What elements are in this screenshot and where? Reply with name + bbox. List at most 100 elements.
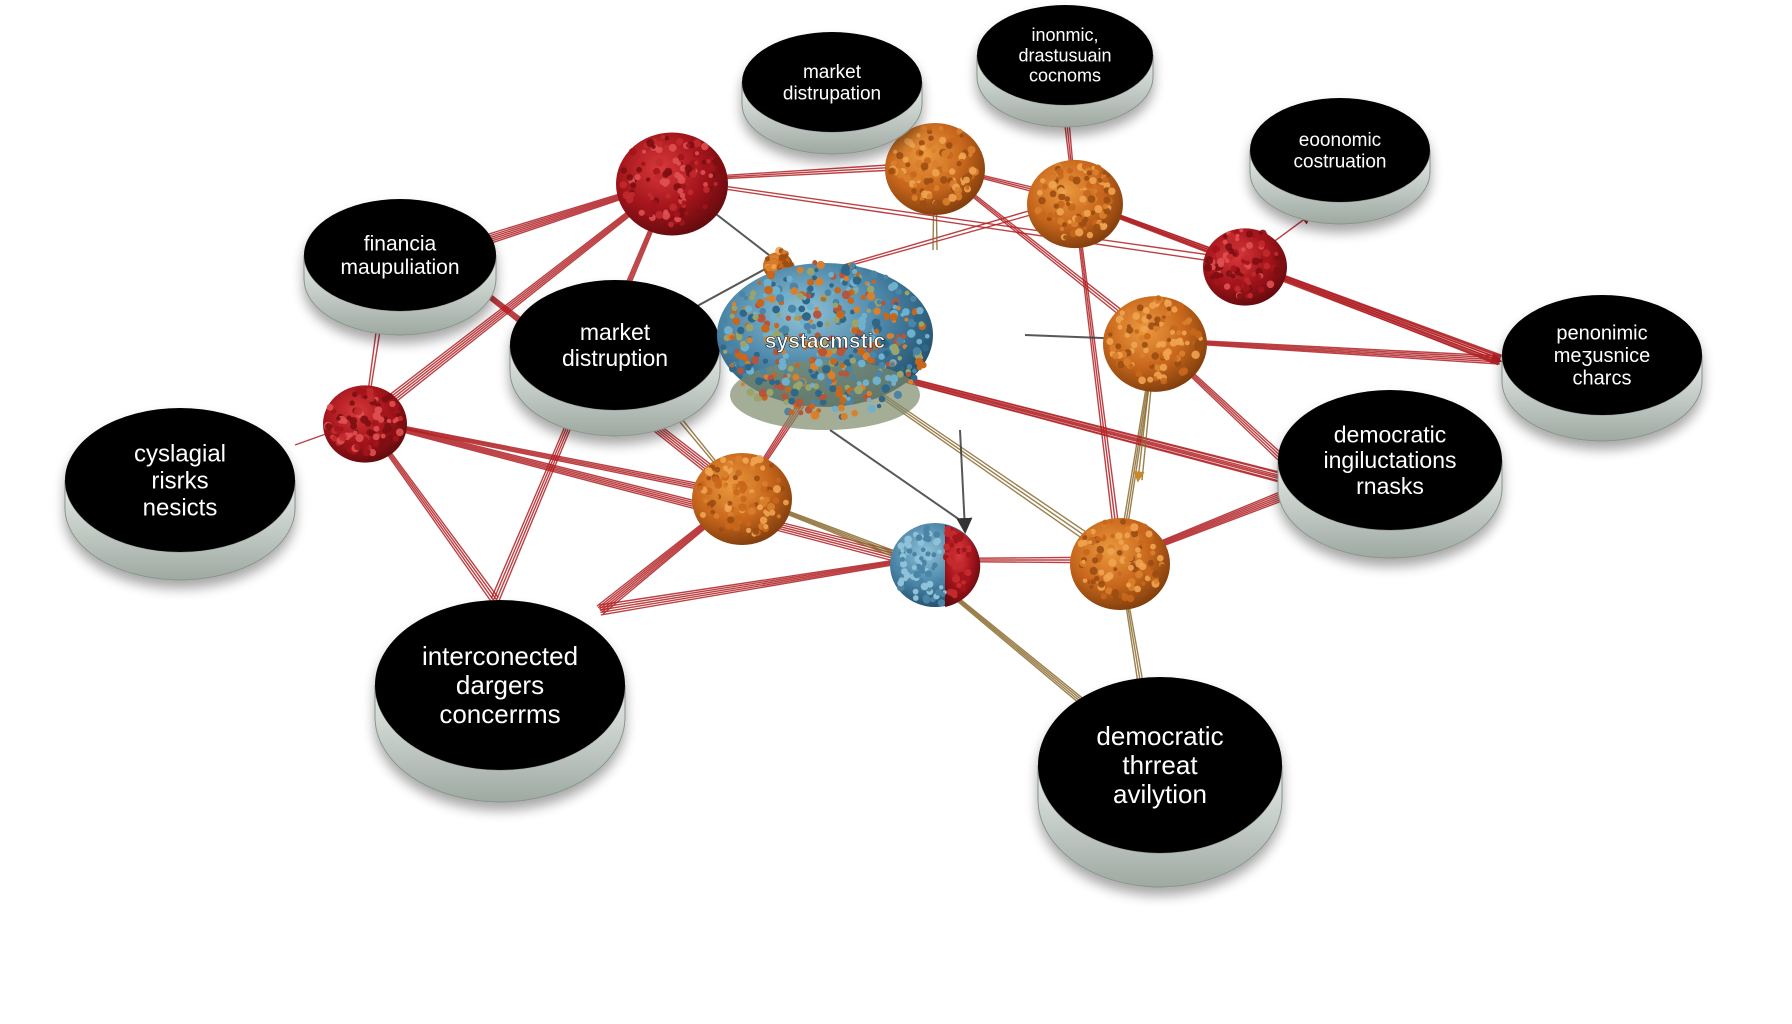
- node-top: [1250, 98, 1430, 202]
- cluster-bead: [380, 433, 386, 439]
- cluster-bead: [659, 178, 667, 186]
- cluster-bead: [742, 457, 748, 463]
- cluster-bead: [731, 483, 737, 488]
- cluster-bead: [1245, 260, 1250, 265]
- cluster-bead: [1141, 589, 1148, 596]
- cluster-bead: [1049, 190, 1057, 198]
- cluster-bead: [1210, 264, 1216, 270]
- cluster-bead: [956, 128, 963, 135]
- cluster-bead: [1064, 196, 1071, 202]
- cluster-bead: [708, 173, 714, 178]
- hub-bead: [852, 276, 862, 285]
- cluster-bead: [1246, 230, 1253, 238]
- cluster-bead: [722, 483, 728, 489]
- split-bead: [925, 551, 931, 557]
- node-label-line: avilytion: [1113, 779, 1207, 809]
- hub-bead: [814, 358, 823, 367]
- hub-bead: [766, 388, 774, 396]
- cluster-bead: [1180, 367, 1189, 375]
- cluster-bead: [716, 166, 725, 175]
- cluster-bead: [1217, 261, 1224, 268]
- cluster-bead: [1257, 240, 1266, 248]
- edge-red: [1154, 339, 1501, 361]
- hub-bead: [815, 389, 823, 397]
- hub-bead: [745, 323, 754, 332]
- cluster-bead: [1124, 332, 1130, 338]
- hub-bead: [737, 367, 744, 375]
- hub-bead: [842, 279, 848, 286]
- cluster-bead: [1150, 543, 1156, 550]
- cluster-bead: [1142, 307, 1150, 314]
- split-bead: [912, 595, 919, 601]
- split-bead: [903, 571, 911, 579]
- c-or-top: [885, 123, 985, 215]
- hub-bead: [815, 277, 824, 286]
- edge-red: [367, 181, 674, 425]
- hub-bead: [829, 340, 834, 345]
- hub-bead: [810, 410, 820, 420]
- cluster-bead: [349, 417, 358, 425]
- cluster-bead: [389, 400, 396, 408]
- cluster-bead: [664, 135, 670, 141]
- hub-bead: [834, 287, 841, 294]
- cluster-bead: [1102, 203, 1109, 210]
- hub-bead: [743, 295, 749, 301]
- cluster-bead: [710, 509, 716, 515]
- hub-bead: [757, 280, 762, 285]
- hub-bead: [819, 348, 828, 357]
- cluster-bead: [781, 249, 787, 255]
- cluster-bead: [949, 168, 956, 175]
- hub-bead: [843, 276, 849, 282]
- cluster-bead: [920, 124, 927, 131]
- edge-red: [671, 180, 1245, 267]
- edge-red: [599, 558, 910, 609]
- cluster-bead: [1086, 231, 1094, 239]
- hub-bead: [807, 340, 814, 348]
- hub-bead: [830, 358, 837, 365]
- hub-bead: [729, 313, 735, 319]
- hub-bead: [771, 286, 781, 295]
- cluster-bead: [910, 171, 917, 178]
- hub-bead: [837, 404, 845, 412]
- cluster-bead: [769, 509, 776, 516]
- cluster-bead: [1222, 239, 1228, 245]
- hub-bead: [763, 336, 770, 343]
- hub-bead: [878, 315, 885, 322]
- cluster-bead: [1115, 343, 1122, 350]
- split-bead: [952, 574, 961, 583]
- hub-bead: [910, 295, 917, 303]
- hub-bead: [893, 390, 903, 399]
- cluster-bead: [754, 475, 760, 482]
- cluster-bead: [749, 492, 756, 499]
- hub-bead: [836, 347, 845, 357]
- hub-bead: [751, 356, 760, 365]
- cluster-bead: [645, 152, 653, 160]
- cluster-bead: [636, 166, 642, 173]
- hub-bead: [835, 385, 843, 393]
- node-label-line: cocnoms: [1029, 66, 1101, 86]
- split-bead: [905, 542, 912, 549]
- cluster-bead: [681, 200, 687, 206]
- hub-bead: [851, 375, 857, 381]
- split-bead: [897, 542, 905, 550]
- cluster-bead: [684, 164, 693, 173]
- edge-dark: [829, 429, 961, 521]
- cluster-bead: [704, 467, 713, 476]
- cluster-bead: [757, 504, 763, 511]
- hub-bead: [889, 374, 899, 384]
- hub-bead: [916, 306, 924, 315]
- hub-bead: [839, 397, 847, 404]
- cluster-bead: [1103, 223, 1108, 228]
- edge-red: [1075, 197, 1502, 357]
- cluster-bead: [650, 195, 655, 201]
- cluster-bead: [965, 185, 970, 190]
- cluster-bead: [1049, 173, 1057, 181]
- cluster-bead: [1231, 242, 1240, 251]
- cluster-bead: [389, 415, 394, 420]
- hub-bead: [854, 286, 859, 292]
- cluster-bead: [1235, 236, 1240, 242]
- cluster-bead: [1056, 208, 1064, 216]
- hub-bead: [744, 363, 752, 371]
- cluster-bead: [1151, 352, 1159, 360]
